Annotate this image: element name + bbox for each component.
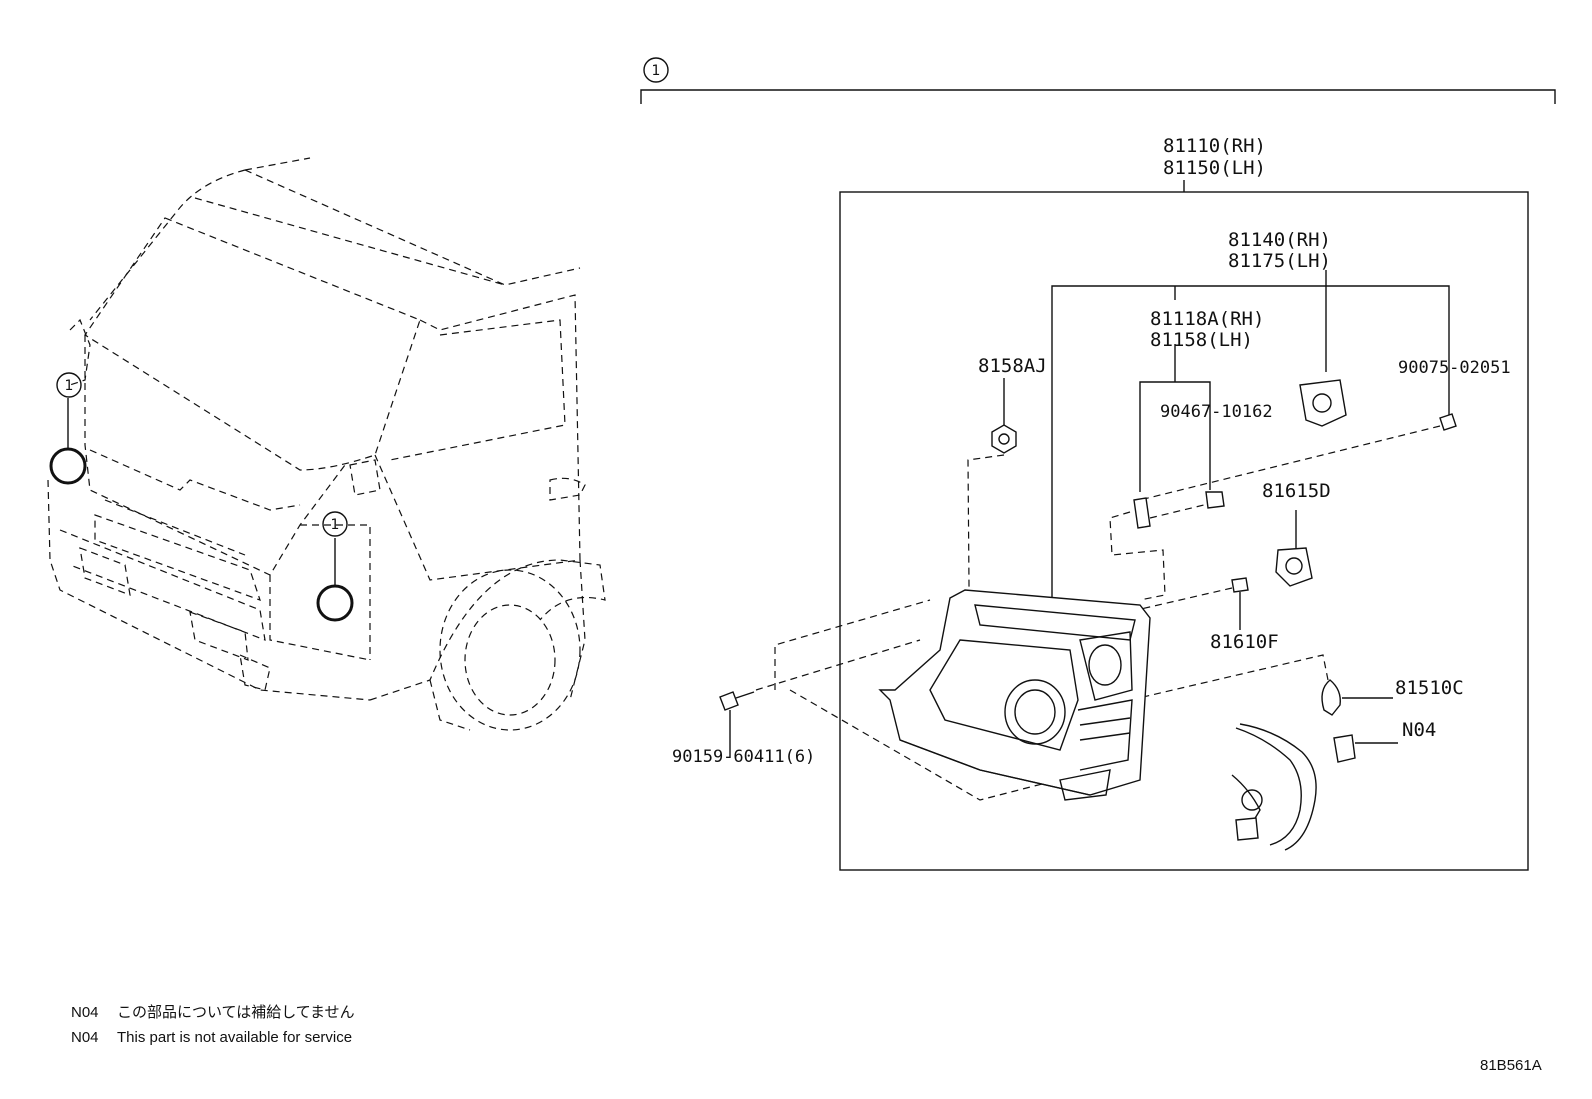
headlamp-housing <box>878 589 1151 801</box>
callout-marker: 1 <box>56 372 82 398</box>
truck-illustration <box>47 157 606 731</box>
label-81510c: 81510C <box>1395 677 1464 699</box>
label-sub-lh: 81158(LH) <box>1150 329 1253 351</box>
svg-text:1: 1 <box>652 63 661 79</box>
label-81615d: 81615D <box>1262 480 1331 502</box>
label-assy-rh: 81110(RH) <box>1163 135 1266 157</box>
assembly-box <box>839 191 1529 871</box>
diagram-id: 81B561A <box>1480 1057 1542 1074</box>
note-code-1: N04 <box>71 1004 99 1021</box>
label-unit-rh: 81140(RH) <box>1228 229 1331 251</box>
svg-text:1: 1 <box>331 517 340 533</box>
grommet-90467 <box>1205 491 1225 509</box>
wiring-n04 <box>1231 723 1398 851</box>
label-90075: 90075-02051 <box>1398 358 1511 378</box>
bolt-90159 <box>719 691 755 758</box>
socket-81615d <box>1275 510 1313 587</box>
label-sub-rh: 81118A(RH) <box>1150 308 1264 330</box>
nut-8158aj <box>991 378 1017 454</box>
note-text-2: This part is not available for service <box>117 1029 352 1046</box>
label-81610f: 81610F <box>1210 631 1279 653</box>
svg-text:1: 1 <box>65 378 74 394</box>
callout-marker: 1 <box>643 57 669 83</box>
screw-90075 <box>1439 410 1457 431</box>
label-90467: 90467-10162 <box>1160 402 1273 422</box>
label-assy-lh: 81150(LH) <box>1163 157 1266 179</box>
callout-marker: 1 <box>322 511 348 537</box>
note-text-1: この部品については補給してません <box>117 1004 355 1021</box>
bulb-81610f <box>1231 577 1249 630</box>
label-8158aj: 8158AJ <box>978 355 1047 377</box>
label-n04: N04 <box>1402 719 1436 741</box>
clip-81118a <box>1133 497 1151 529</box>
socket-81140 <box>1299 379 1347 427</box>
note-code-2: N04 <box>71 1029 99 1046</box>
bulb-81510c <box>1321 679 1393 716</box>
group-bracket <box>640 89 1556 104</box>
label-90159: 90159-60411(6) <box>672 747 815 767</box>
label-unit-lh: 81175(LH) <box>1228 250 1331 272</box>
